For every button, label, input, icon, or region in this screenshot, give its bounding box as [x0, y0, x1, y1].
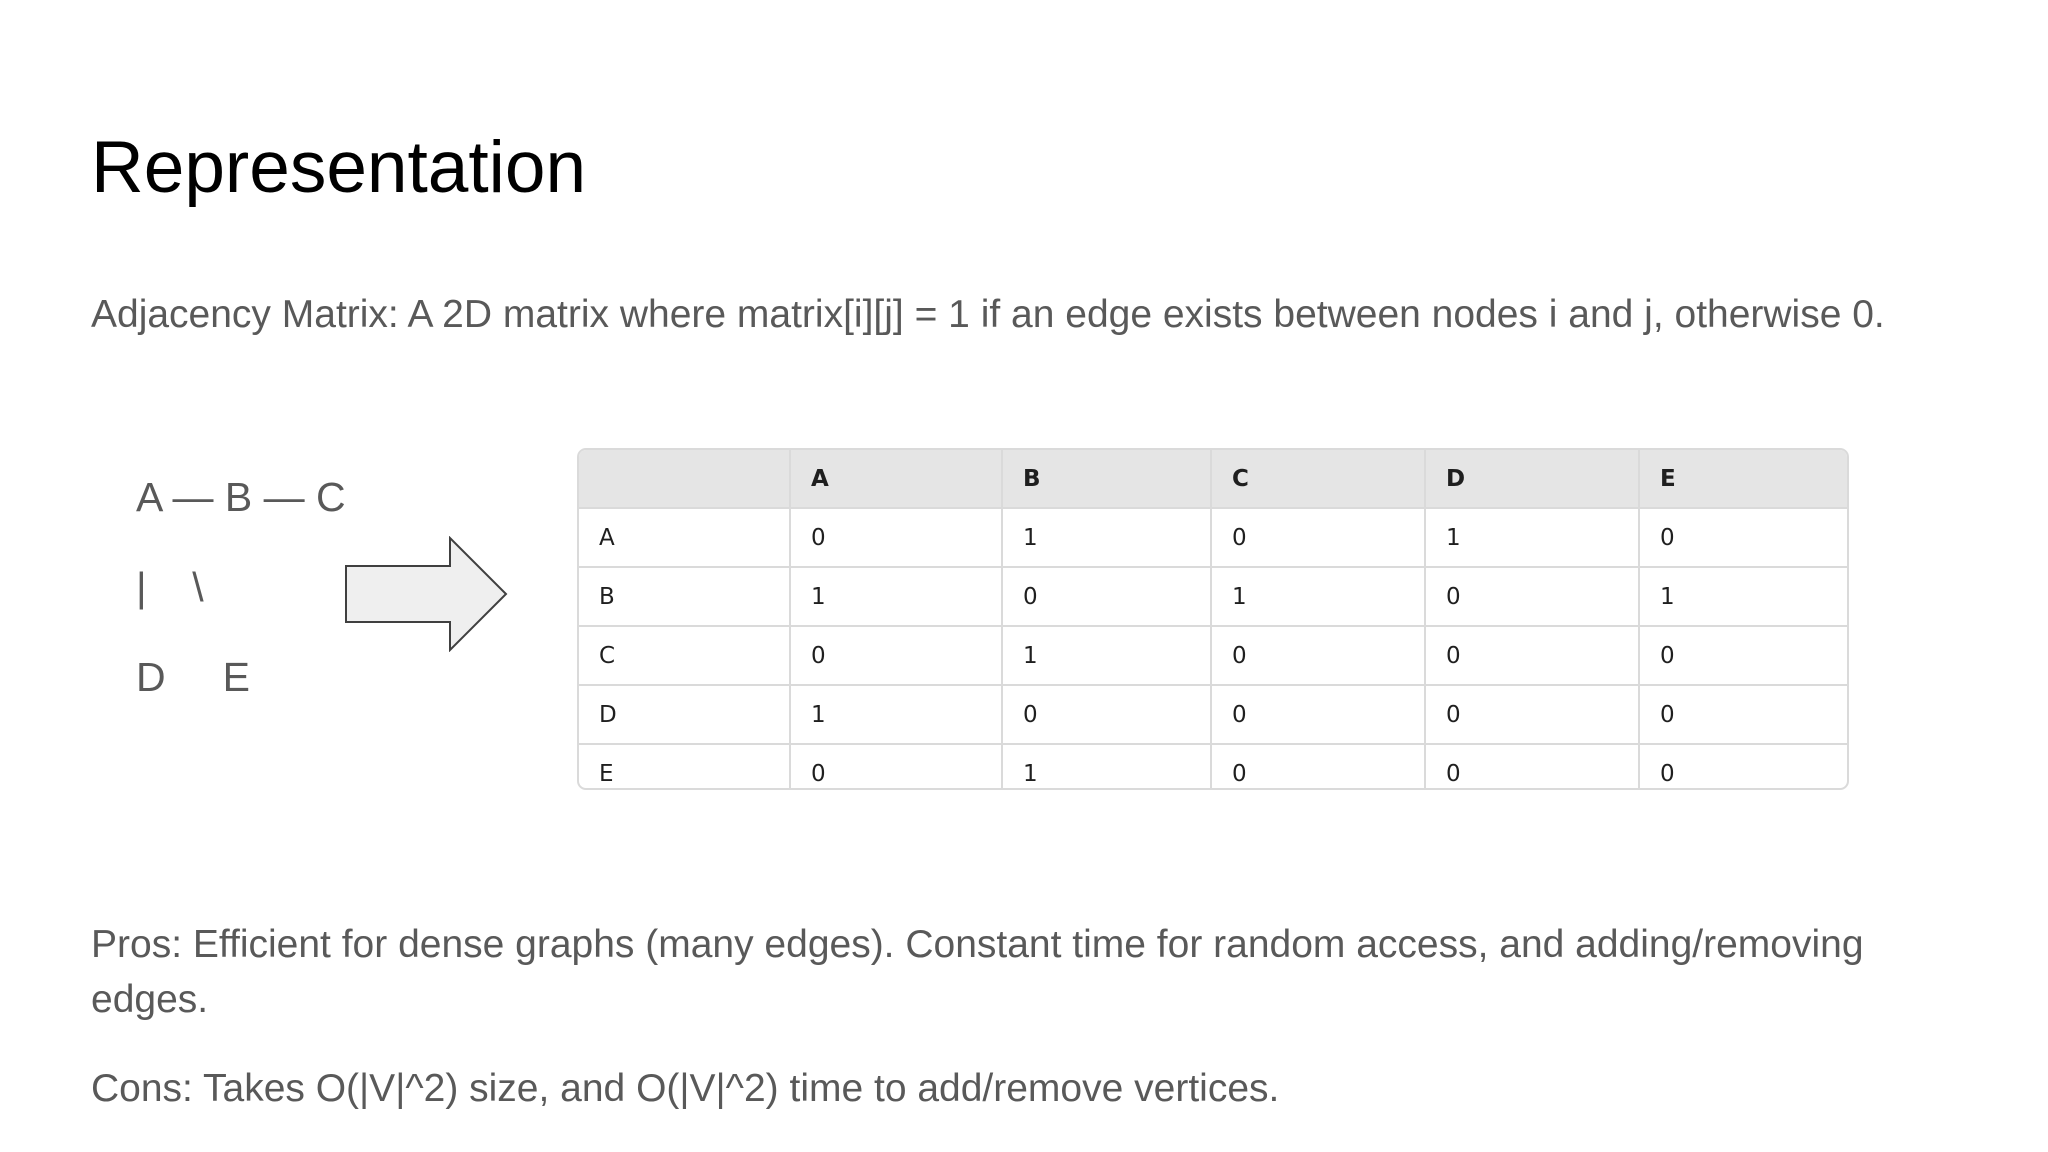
- matrix-cell: 0: [1425, 567, 1640, 627]
- matrix-header-cell: D: [1425, 450, 1640, 509]
- matrix-table: A B C D E A 0 1 0 1 0 B 1 0 1 0 1: [579, 450, 1847, 788]
- matrix-cell: 0: [790, 744, 1003, 788]
- intro-text: Adjacency Matrix: A 2D matrix where matr…: [91, 293, 1885, 336]
- matrix-cell: 0: [1660, 760, 1675, 787]
- matrix-cell: 0: [1002, 567, 1212, 627]
- matrix-cell: 0: [1639, 685, 1847, 745]
- pros-text: Pros: Efficient for dense graphs (many e…: [91, 923, 1864, 1021]
- right-arrow-icon: [345, 536, 508, 652]
- matrix-cell: 1: [1425, 508, 1640, 568]
- matrix-cell: 0: [1211, 685, 1426, 745]
- matrix-cell: 0: [1211, 744, 1426, 788]
- matrix-cell: 0: [1639, 626, 1847, 686]
- matrix-header-row: A B C D E: [579, 450, 1847, 509]
- matrix-cell: 1: [790, 567, 1003, 627]
- matrix-cell: 1: [1211, 567, 1426, 627]
- slide-title: Representation: [91, 127, 587, 208]
- matrix-cell: 0: [790, 626, 1003, 686]
- matrix-cell: 0: [1211, 508, 1426, 568]
- matrix-cell: 1: [790, 685, 1003, 745]
- cons-text: Cons: Takes O(|V|^2) size, and O(|V|^2) …: [91, 1067, 1280, 1110]
- matrix-cell: 0: [1002, 685, 1212, 745]
- matrix-row-label: B: [579, 567, 791, 627]
- matrix-cell: 0: [790, 508, 1003, 568]
- matrix-row: D 1 0 0 0 0: [579, 685, 1847, 745]
- matrix-corner-cell: [579, 450, 791, 509]
- matrix-header-cell: B: [1002, 450, 1212, 509]
- matrix-row-label: E: [579, 744, 791, 788]
- matrix-cell: 1: [1002, 626, 1212, 686]
- matrix-cell: 1: [1002, 508, 1212, 568]
- matrix-cell: 0: [1425, 626, 1640, 686]
- graph-line-1: A — B — C: [136, 474, 346, 520]
- matrix-cell: 1: [1639, 567, 1847, 627]
- matrix-cell: 1: [1002, 744, 1212, 788]
- matrix-header-cell: E: [1639, 450, 1847, 509]
- matrix-cell: 0: [1211, 626, 1426, 686]
- matrix-row-label: D: [579, 685, 791, 745]
- matrix-row: E 0 1 0 0 0: [579, 744, 1847, 788]
- matrix-header-cell: C: [1211, 450, 1426, 509]
- matrix-row: B 1 0 1 0 1: [579, 567, 1847, 627]
- matrix-header-cell: A: [790, 450, 1003, 509]
- matrix-row: A 0 1 0 1 0: [579, 508, 1847, 568]
- matrix-cell: 0: [1639, 508, 1847, 568]
- matrix-cell: 0: [1425, 685, 1640, 745]
- adjacency-matrix-table: A B C D E A 0 1 0 1 0 B 1 0 1 0 1: [577, 448, 1849, 790]
- graph-line-2: | \: [136, 564, 204, 610]
- matrix-row-label: C: [579, 626, 791, 686]
- matrix-cell: 0: [1425, 744, 1640, 788]
- matrix-row-label: A: [579, 508, 791, 568]
- matrix-row: C 0 1 0 0 0: [579, 626, 1847, 686]
- graph-line-3: D E: [136, 654, 250, 700]
